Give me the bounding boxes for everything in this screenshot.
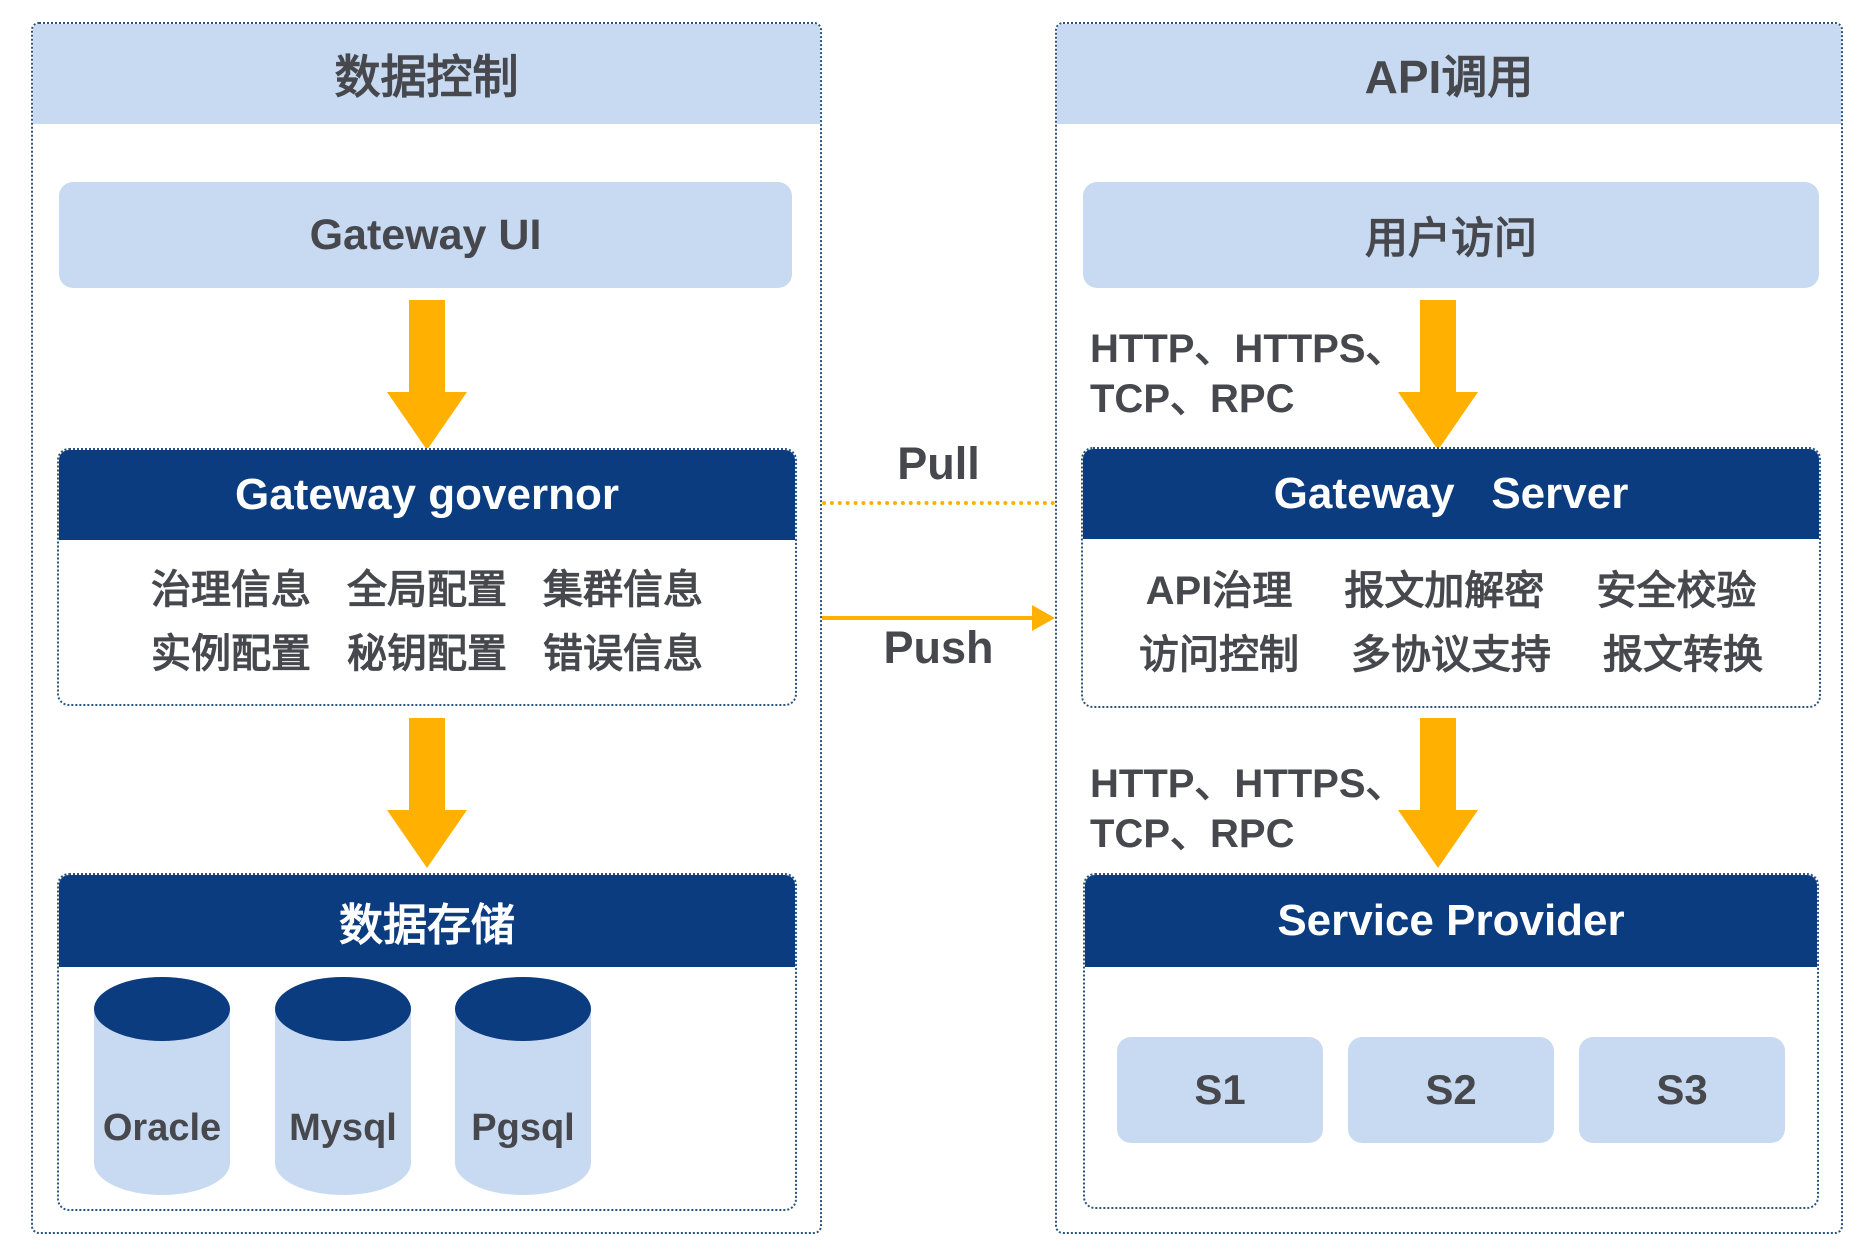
panel-title-bar: 数据控制 — [33, 24, 820, 124]
push-label: Push — [883, 622, 994, 673]
gateway-governor-features: 治理信息 全局配置 集群信息 实例配置 秘钥配置 错误信息 — [59, 540, 795, 704]
feature-item: 安全校验 — [1596, 568, 1757, 613]
database-cylinder: Pgsql — [455, 975, 591, 1197]
feature-row: 治理信息 全局配置 集群信息 — [151, 558, 703, 622]
gateway-governor-title: Gateway governor — [59, 450, 795, 540]
pull-dotted-line — [822, 501, 1055, 505]
feature-item: 治理信息 — [151, 568, 311, 612]
protocol-label: HTTP、HTTPS、 TCP、RPC — [1090, 324, 1406, 424]
data-storage-box: 数据存储 Oracle Mysql — [57, 873, 797, 1211]
user-access-box: 用户访问 — [1083, 182, 1819, 288]
feature-row: 实例配置 秘钥配置 错误信息 — [151, 622, 703, 686]
service-box: S2 — [1348, 1037, 1554, 1143]
feature-row: 访问控制 多协议支持 报文转换 — [1139, 623, 1763, 687]
database-label: Pgsql — [471, 1107, 575, 1149]
protocol-line: HTTP、HTTPS、 — [1090, 327, 1406, 371]
feature-row: API治理 报文加解密 安全校验 — [1146, 559, 1757, 623]
protocol-line: TCP、RPC — [1090, 812, 1295, 856]
service-provider-box: Service Provider S1 S2 S3 — [1083, 873, 1819, 1209]
feature-item: 错误信息 — [543, 632, 703, 676]
panel-title: 数据控制 — [334, 51, 519, 103]
down-arrow-icon — [1398, 718, 1478, 868]
panel-data-control: 数据控制 Gateway UI Gateway governor 治理信息 全局… — [31, 22, 822, 1234]
feature-item: 多协议支持 — [1351, 632, 1551, 677]
service-box: S3 — [1579, 1037, 1785, 1143]
database-label: Mysql — [289, 1107, 397, 1149]
gateway-server-title: Gateway Server — [1083, 449, 1819, 539]
push-arrow-icon — [822, 605, 1055, 631]
protocol-line: TCP、RPC — [1090, 377, 1295, 421]
feature-item: 实例配置 — [151, 632, 311, 676]
feature-item: 报文加解密 — [1344, 568, 1545, 613]
database-label: Oracle — [102, 1107, 222, 1149]
database-cylinder: Mysql — [275, 975, 411, 1197]
down-arrow-icon — [1398, 300, 1478, 450]
feature-item: 报文转换 — [1603, 632, 1763, 677]
down-arrow-icon — [387, 300, 467, 450]
database-cylinder-icon — [275, 977, 411, 1195]
gateway-ui-label: Gateway UI — [309, 210, 542, 259]
gateway-ui-box: Gateway UI — [59, 182, 792, 288]
service-provider-body: S1 S2 S3 — [1085, 967, 1817, 1207]
feature-item: 秘钥配置 — [347, 632, 507, 676]
panel-title: API调用 — [1364, 51, 1534, 103]
data-storage-body: Oracle Mysql Pgsql — [59, 967, 795, 1209]
data-storage-title: 数据存储 — [59, 875, 795, 967]
pull-label: Pull — [897, 438, 980, 489]
protocol-label: HTTP、HTTPS、 TCP、RPC — [1090, 759, 1406, 859]
user-access-label: 用户访问 — [1365, 215, 1537, 263]
gateway-server-features: API治理 报文加解密 安全校验 访问控制 多协议支持 报文转换 — [1083, 539, 1819, 706]
panel-title-bar: API调用 — [1057, 24, 1841, 124]
service-box: S1 — [1117, 1037, 1323, 1143]
down-arrow-icon — [387, 718, 467, 868]
database-cylinder-icon — [455, 977, 591, 1195]
feature-item: 访问控制 — [1139, 632, 1299, 677]
database-cylinder-icon — [94, 977, 230, 1195]
feature-item: 集群信息 — [543, 568, 703, 612]
gateway-server-box: Gateway Server API治理 报文加解密 安全校验 访问控制 多协议… — [1081, 447, 1821, 708]
database-cylinder: Oracle — [94, 975, 230, 1197]
panel-api-call: API调用 用户访问 HTTP、HTTPS、 TCP、RPC Gateway S… — [1055, 22, 1843, 1234]
gateway-governor-box: Gateway governor 治理信息 全局配置 集群信息 实例配置 秘钥配… — [57, 448, 797, 706]
service-provider-title: Service Provider — [1085, 875, 1817, 967]
transfer-links: Pull Push — [822, 0, 1055, 1259]
feature-item: API治理 — [1145, 568, 1293, 613]
feature-item: 全局配置 — [347, 568, 507, 612]
protocol-line: HTTP、HTTPS、 — [1090, 762, 1406, 806]
